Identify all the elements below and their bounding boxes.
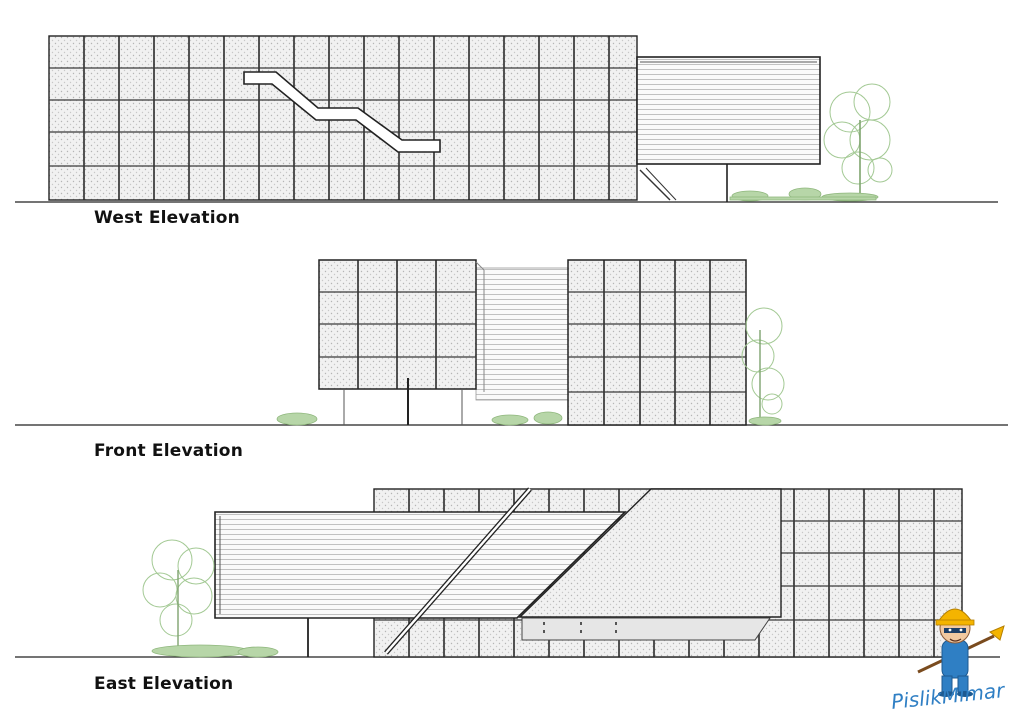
west-elevation-label: West Elevation <box>94 208 240 228</box>
front-elevation-label: Front Elevation <box>94 441 243 461</box>
east-canopy <box>521 617 771 641</box>
front-right-block <box>567 259 747 426</box>
mascot-worker-icon <box>917 608 1005 697</box>
east-tree <box>142 539 215 656</box>
west-stair <box>243 71 441 153</box>
west-elevation <box>15 35 998 203</box>
west-louvre-block <box>636 56 821 165</box>
east-elevation-label: East Elevation <box>94 674 234 694</box>
front-shrubs <box>276 411 782 426</box>
west-brace <box>639 169 671 201</box>
front-tree <box>741 307 785 424</box>
east-shrubs <box>151 644 279 658</box>
west-shrubs <box>729 187 879 202</box>
front-louvre-bridge <box>475 267 569 401</box>
east-louvre-box <box>214 511 627 619</box>
east-angled-block <box>518 488 782 618</box>
front-elevation <box>15 259 1008 426</box>
west-tree <box>823 83 893 200</box>
east-elevation <box>15 487 1000 658</box>
front-left-block <box>318 259 485 392</box>
